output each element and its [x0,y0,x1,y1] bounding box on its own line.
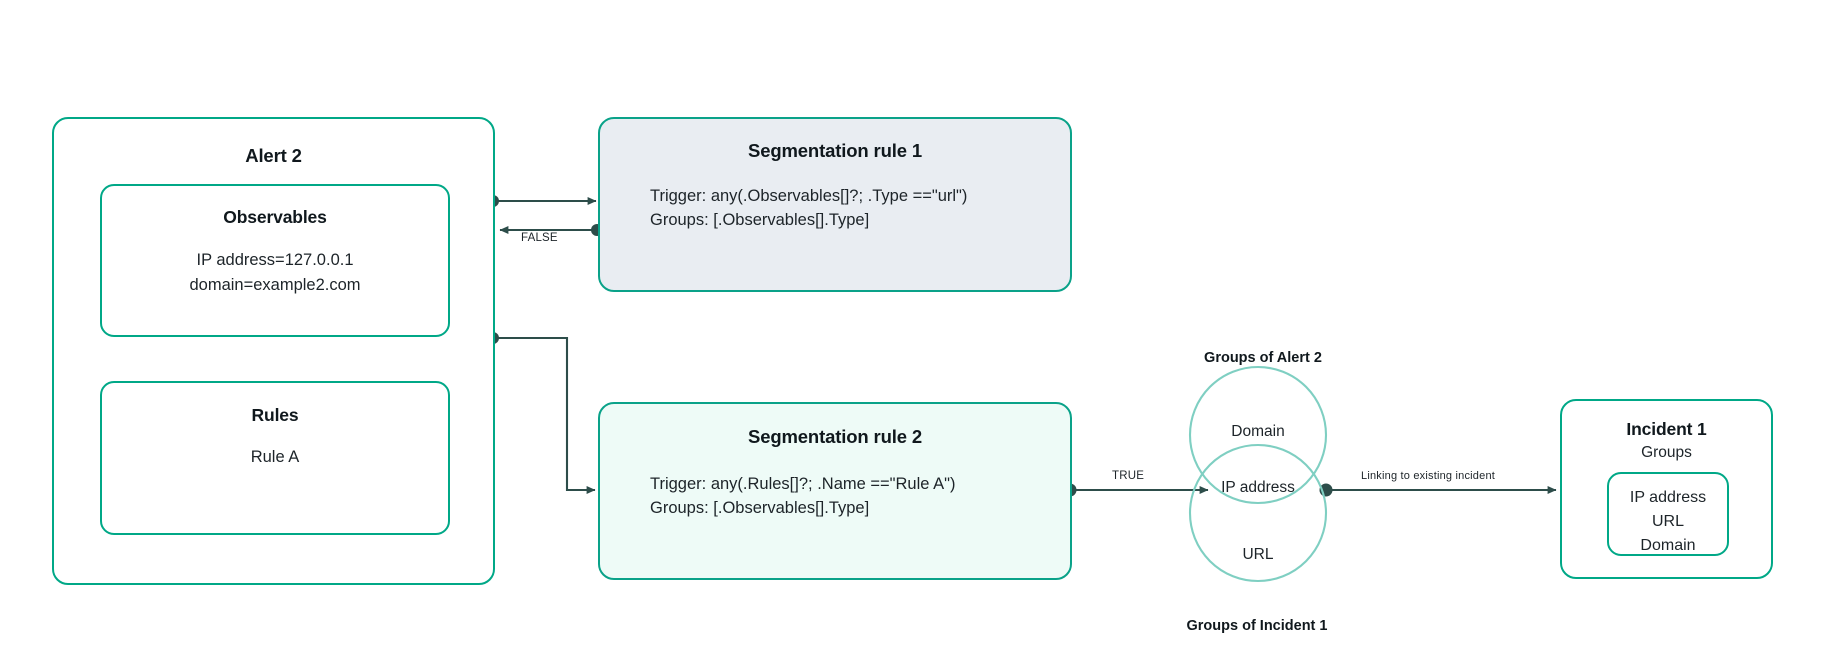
venn-label-ip-address: IP address [1221,479,1295,496]
connector-alert-to-rule2 [487,332,596,494]
incident-groups-box[interactable]: IP address URL Domain [1607,472,1729,556]
rules-box[interactable]: Rules Rule A [100,381,450,535]
segmentation-rule-2-trigger: Trigger: any(.Rules[]?; .Name =="Rule A"… [650,475,956,493]
venn-circle-alert [1188,365,1328,505]
edge-label-linking: Linking to existing incident [1361,470,1496,482]
segmentation-rule-2-title: Segmentation rule 2 [748,426,922,447]
segmentation-rule-2-groups: Groups: [.Observables[].Type] [650,499,870,517]
rules-values: Rule A [250,448,300,466]
alert-box[interactable]: Alert 2 Observables IP address=127.0.0.1… [52,117,495,585]
incident-box[interactable]: Incident 1 Groups IP address URL Domain [1560,399,1773,579]
segmentation-rule-1-trigger: Trigger: any(.Observables[]?; .Type =="u… [650,187,968,205]
segmentation-rule-1-box[interactable]: Segmentation rule 1 Trigger: any(.Observ… [598,117,1072,292]
alert-title: Alert 2 [245,145,302,166]
edge-label-true: TRUE [1112,470,1145,482]
venn-caption-top: Groups of Alert 2 [1204,350,1322,366]
rules-title: Rules [251,405,299,425]
segmentation-rule-1-groups: Groups: [.Observables[].Type] [650,211,870,229]
observables-title: Observables [223,207,327,227]
connector-rule2-to-venn [1063,483,1209,497]
segmentation-rule-2-box[interactable]: Segmentation rule 2 Trigger: any(.Rules[… [598,402,1072,580]
segmentation-rule-1-title: Segmentation rule 1 [748,140,922,161]
venn-label-url: URL [1242,546,1274,563]
venn-caption-bottom: Groups of Incident 1 [1186,618,1328,634]
venn-diagram [1188,345,1460,635]
incident-groups-values: IP address URL Domain [1629,489,1707,554]
observables-values: IP address=127.0.0.1 domain=example2.com [189,251,361,294]
venn-circles [1188,365,1328,583]
observables-box[interactable]: Observables IP address=127.0.0.1 domain=… [100,184,450,337]
venn-label-domain: Domain [1231,423,1285,440]
incident-title: Incident 1 [1626,419,1707,439]
edge-label-false: FALSE [521,232,558,244]
venn-circle-incident [1188,443,1328,583]
incident-subtitle: Groups [1641,444,1692,461]
connector-alert-to-rule1 [487,195,597,207]
